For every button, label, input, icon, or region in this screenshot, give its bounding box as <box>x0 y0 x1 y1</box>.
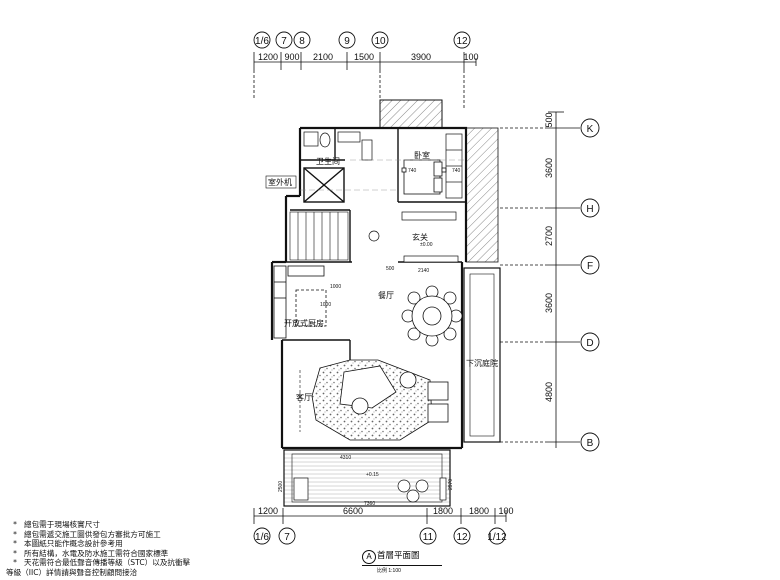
note-item: *所有結構，水電及防水施工需符合國家標準 <box>13 548 169 558</box>
inner-dim-8: 2500 <box>278 481 284 492</box>
right-axis-bubbles <box>580 118 600 452</box>
kitchen-counters <box>273 265 327 339</box>
label-foyer: 玄关 <box>412 232 428 242</box>
drawing-scale: 比例 1:100 <box>377 568 401 574</box>
label-kitchen: 开放式厨房 <box>284 318 324 328</box>
inner-dim-1: 1000 <box>330 284 341 290</box>
dim-right-2: 3600 <box>544 158 554 178</box>
side-terrace <box>465 127 499 263</box>
label-living: 客厅 <box>296 392 312 402</box>
axis-top-6: 12 <box>456 36 468 47</box>
drawing-title: 首層平面圖 <box>377 551 420 561</box>
inner-dim-7: 7360 <box>364 501 375 507</box>
top-axis-bubbles <box>253 31 471 49</box>
axis-bottom-2: 7 <box>284 532 290 543</box>
sheet-mark: A <box>362 550 376 564</box>
sunken-courtyard-inner <box>469 273 495 437</box>
wardrobe <box>445 133 463 199</box>
level-2: +0.15 <box>366 472 379 478</box>
dim-top-6: 100 <box>463 52 478 62</box>
inner-dim-10: 1000 <box>320 302 331 308</box>
dim-bottom-2: 6600 <box>343 506 363 516</box>
inner-dim-2: 740 <box>408 168 417 174</box>
axis-top-3: 8 <box>299 36 305 47</box>
label-outdoor-unit: 室外机 <box>268 177 292 187</box>
right-dimension-chain <box>500 111 580 448</box>
dim-right-5: 4800 <box>544 382 554 402</box>
inner-dim-3: 740 <box>452 168 461 174</box>
note-item: *總包需于現場核實尺寸 <box>13 520 100 529</box>
note-item: *總包需遞交施工圖供發包方審批方可施工 <box>13 529 161 539</box>
dining-table <box>401 285 463 347</box>
level-1: ±0.00 <box>420 242 433 248</box>
axis-bottom-5: 1/12 <box>487 532 507 543</box>
bathroom-fixtures <box>303 131 373 161</box>
label-bathroom: 卫生间 <box>316 156 340 166</box>
dim-top-3: 2100 <box>313 52 333 62</box>
axis-bottom-4: 12 <box>456 532 468 543</box>
axis-right-F: F <box>587 261 593 272</box>
grid-center-lines <box>300 159 466 191</box>
axis-right-D: D <box>586 338 593 349</box>
upper-balcony <box>379 99 443 129</box>
bed <box>401 159 447 195</box>
axis-top-1: 1/6 <box>255 36 269 47</box>
axis-top-5: 10 <box>374 36 386 47</box>
dim-top-2: 900 <box>284 52 299 62</box>
dim-bottom-5: 100 <box>498 506 513 516</box>
dim-bottom-3: 1800 <box>433 506 453 516</box>
dim-bottom-4: 1800 <box>469 506 489 516</box>
bottom-dimension-chain <box>253 508 507 524</box>
top-dimension-chain <box>253 52 477 110</box>
dim-top-4: 1500 <box>354 52 374 62</box>
inner-dim-4: 2140 <box>418 268 429 274</box>
label-bedroom: 卧室 <box>414 150 430 160</box>
round-stool <box>399 371 417 389</box>
note-item: *天花需符合最低聲音傳播等級（STC）以及抗衝擊 <box>13 558 191 568</box>
axis-bottom-3: 11 <box>423 532 434 543</box>
axis-top-4: 9 <box>344 36 350 47</box>
note-continuation: 等級（IIC）詳情請與聲音控制顧問接洽 <box>6 567 138 577</box>
foyer-furniture <box>368 211 459 263</box>
dim-bottom-1: 1200 <box>258 506 278 516</box>
armchairs <box>427 381 449 423</box>
inner-dim-5: 500 <box>386 266 395 272</box>
label-sunken-court: 下沉庭院 <box>466 358 498 368</box>
terrace-furniture <box>293 477 447 503</box>
axis-top-2: 7 <box>281 36 287 47</box>
staircase <box>289 211 349 261</box>
exterior-walls <box>270 126 468 450</box>
coffee-table <box>351 397 369 415</box>
outdoor-unit-box <box>265 175 297 189</box>
inner-dim-9: 2970 <box>448 479 454 490</box>
dim-right-1: 500 <box>544 112 554 127</box>
dim-top-1: 1200 <box>258 52 278 62</box>
front-terrace <box>283 449 451 507</box>
dim-right-3: 2700 <box>544 226 554 246</box>
general-notes: *總包需于現場核實尺寸 *總包需遞交施工圖供發包方審批方可施工 *本圖紙只能作概… <box>6 520 366 578</box>
note-item: *本圖紙只能作概念設計參考用 <box>13 539 123 549</box>
dim-top-5: 3900 <box>411 52 431 62</box>
sunken-courtyard-wall <box>463 267 501 443</box>
inner-dim-6: 4310 <box>340 455 351 461</box>
dim-right-4: 3600 <box>544 293 554 313</box>
label-dining: 餐厅 <box>378 291 394 300</box>
axis-bottom-1: 1/6 <box>255 532 269 543</box>
axis-right-K: K <box>587 124 594 135</box>
axis-right-H: H <box>586 204 593 215</box>
axis-right-B: B <box>587 438 594 449</box>
title-underline <box>362 565 442 566</box>
living-sunken-seat <box>339 365 397 409</box>
bottom-axis-bubbles <box>253 527 506 545</box>
